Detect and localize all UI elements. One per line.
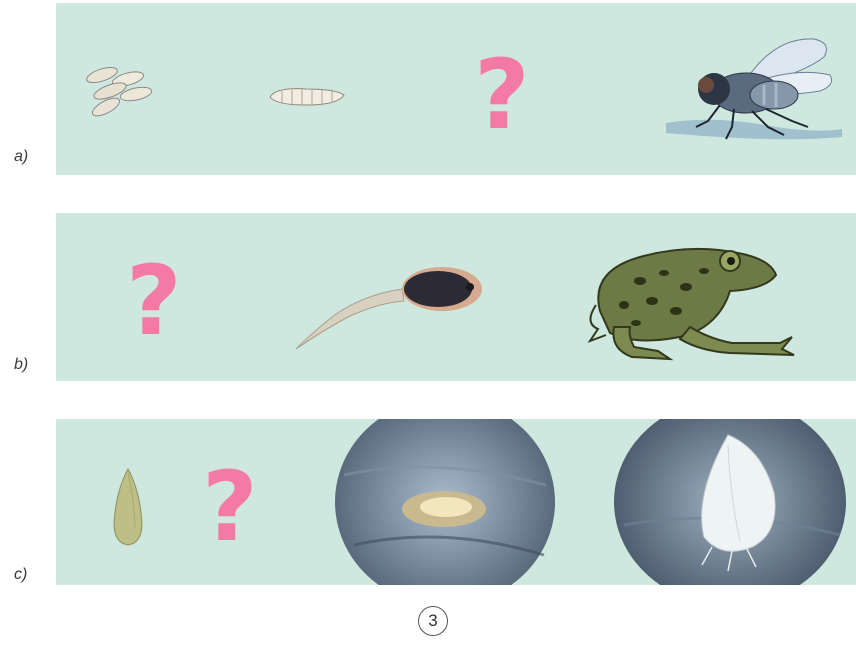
adult-fly-illustration (656, 31, 846, 151)
question-mark: ? (126, 253, 182, 349)
row-label-c: c) (14, 566, 27, 584)
panel-row-a: ? (56, 3, 856, 175)
figure-number: 3 (418, 606, 448, 636)
question-mark: ? (202, 459, 258, 555)
adult-frog-illustration (580, 231, 804, 373)
panel-row-b: ? (56, 213, 856, 381)
adult-butterfly-photo (612, 419, 848, 585)
row-label-b: b) (14, 356, 28, 374)
fly-eggs-illustration (80, 61, 160, 127)
pupa-photo (334, 419, 556, 585)
row-label-a: a) (14, 148, 28, 166)
fly-larva-illustration (266, 81, 348, 111)
panel-row-c: ? (56, 419, 856, 585)
question-mark: ? (474, 47, 530, 143)
tadpole-illustration (292, 261, 492, 357)
butterfly-egg-illustration (110, 467, 146, 547)
